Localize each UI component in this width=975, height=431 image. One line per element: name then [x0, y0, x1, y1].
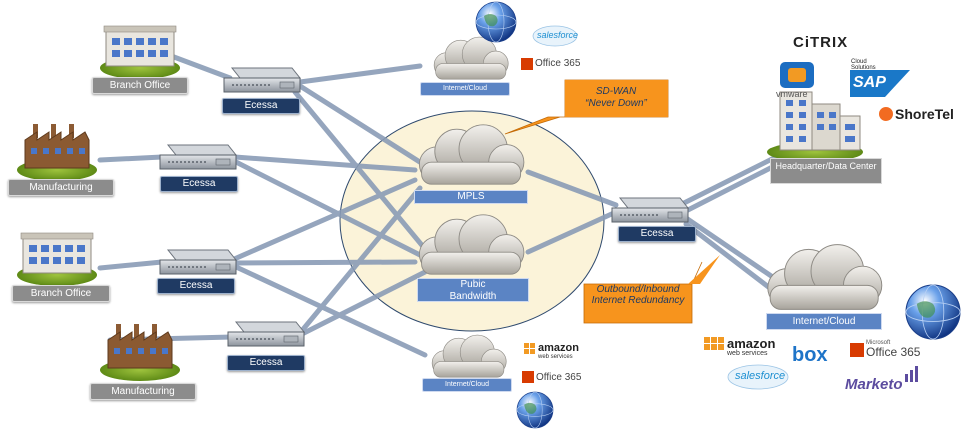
ecessa-hub-label: Ecessa [618, 226, 696, 242]
office365-logo-icon-top [521, 58, 533, 70]
vmware-logo-icon [780, 62, 814, 88]
amazon-logo-bottom: amazon [538, 342, 579, 354]
office365-logo-right: Office 365 [866, 345, 921, 359]
headquarter-label: Headquarter/Data Center [770, 158, 882, 184]
branch-office-1-label: Branch Office [92, 77, 188, 94]
ecessa-router-1 [223, 67, 301, 93]
manufacturing-1-label: Manufacturing [8, 179, 114, 196]
internet-cloud-right-label: Internet/Cloud [766, 313, 882, 330]
branch-office-1-building [99, 25, 181, 80]
box-logo: box [792, 344, 828, 366]
sap-logo-icon [850, 70, 910, 97]
globe-icon-bottom [516, 391, 554, 429]
vmware-logo: vmware [776, 89, 808, 99]
cloud-internet-right [767, 244, 883, 310]
salesforce-logo-right: salesforce [735, 370, 786, 382]
shoretel-logo: ShoreTel [895, 106, 954, 122]
public-bandwidth-label: Pubic Bandwidth [417, 278, 529, 302]
sdwan-callout-box [565, 80, 668, 117]
office365-logo-top: Office 365 [535, 58, 581, 69]
ecessa-2-label: Ecessa [160, 176, 238, 192]
salesforce-logo-top: salesforce [537, 30, 579, 40]
sdwan-callout-line2: “Never Down” [585, 98, 647, 109]
office365-logo-icon-right [850, 343, 864, 357]
manufacturing-2-factory [99, 323, 181, 382]
amazon-cubes-icon [524, 337, 724, 354]
ecessa-1-label: Ecessa [222, 98, 300, 114]
branch-office-2-building [16, 232, 98, 287]
shoretel-logo-icon [879, 107, 893, 121]
globe-icon-top [475, 1, 517, 43]
sap-cloud-solutions-text: Cloud Solutions [851, 59, 876, 71]
cloud-internet-bottom [431, 334, 507, 378]
branch-office-2-label: Branch Office [12, 285, 110, 302]
ecessa-router-hub [611, 197, 689, 223]
manufacturing-1-factory [16, 123, 98, 182]
marketo-logo-icon [905, 366, 918, 382]
amazon-logo-right: amazon [727, 336, 776, 351]
ecessa-router-2 [159, 144, 237, 170]
internet-cloud-top-label: Internet/Cloud [420, 82, 510, 96]
office365-logo-icon-bottom [522, 371, 534, 383]
office365-logo-bottom: Office 365 [536, 372, 582, 383]
cloud-internet-top [433, 36, 509, 80]
ecessa-4-label: Ecessa [227, 355, 305, 371]
headquarter-building [767, 91, 863, 162]
redundancy-callout-pointer [688, 255, 720, 284]
microsoft-small-text: Microsoft [866, 340, 891, 346]
manufacturing-2-label: Manufacturing [90, 383, 196, 400]
ecessa-3-label: Ecessa [157, 278, 235, 294]
internet-cloud-bottom-label: Internet/Cloud [422, 378, 512, 392]
ecessa-router-3 [159, 249, 237, 275]
ecessa-router-4 [227, 321, 305, 347]
network-links [97, 45, 793, 358]
amazon-webservices-right: web services [727, 350, 768, 357]
salesforce-cloud-icon-right [727, 364, 789, 390]
salesforce-cloud-icon-top [532, 25, 578, 47]
marketo-logo: Marketo [845, 376, 903, 393]
redundancy-callout-text: Outbound/Inbound Internet Redundancy [591, 284, 685, 306]
mpls-label: MPLS [414, 190, 528, 204]
sdwan-callout-line1: SD-WAN [595, 86, 637, 97]
sap-logo: SAP [853, 74, 886, 91]
citrix-logo: CiTRIX [793, 34, 849, 51]
amazon-webservices-bottom: web services [538, 354, 573, 360]
globe-icon-right [905, 284, 961, 340]
